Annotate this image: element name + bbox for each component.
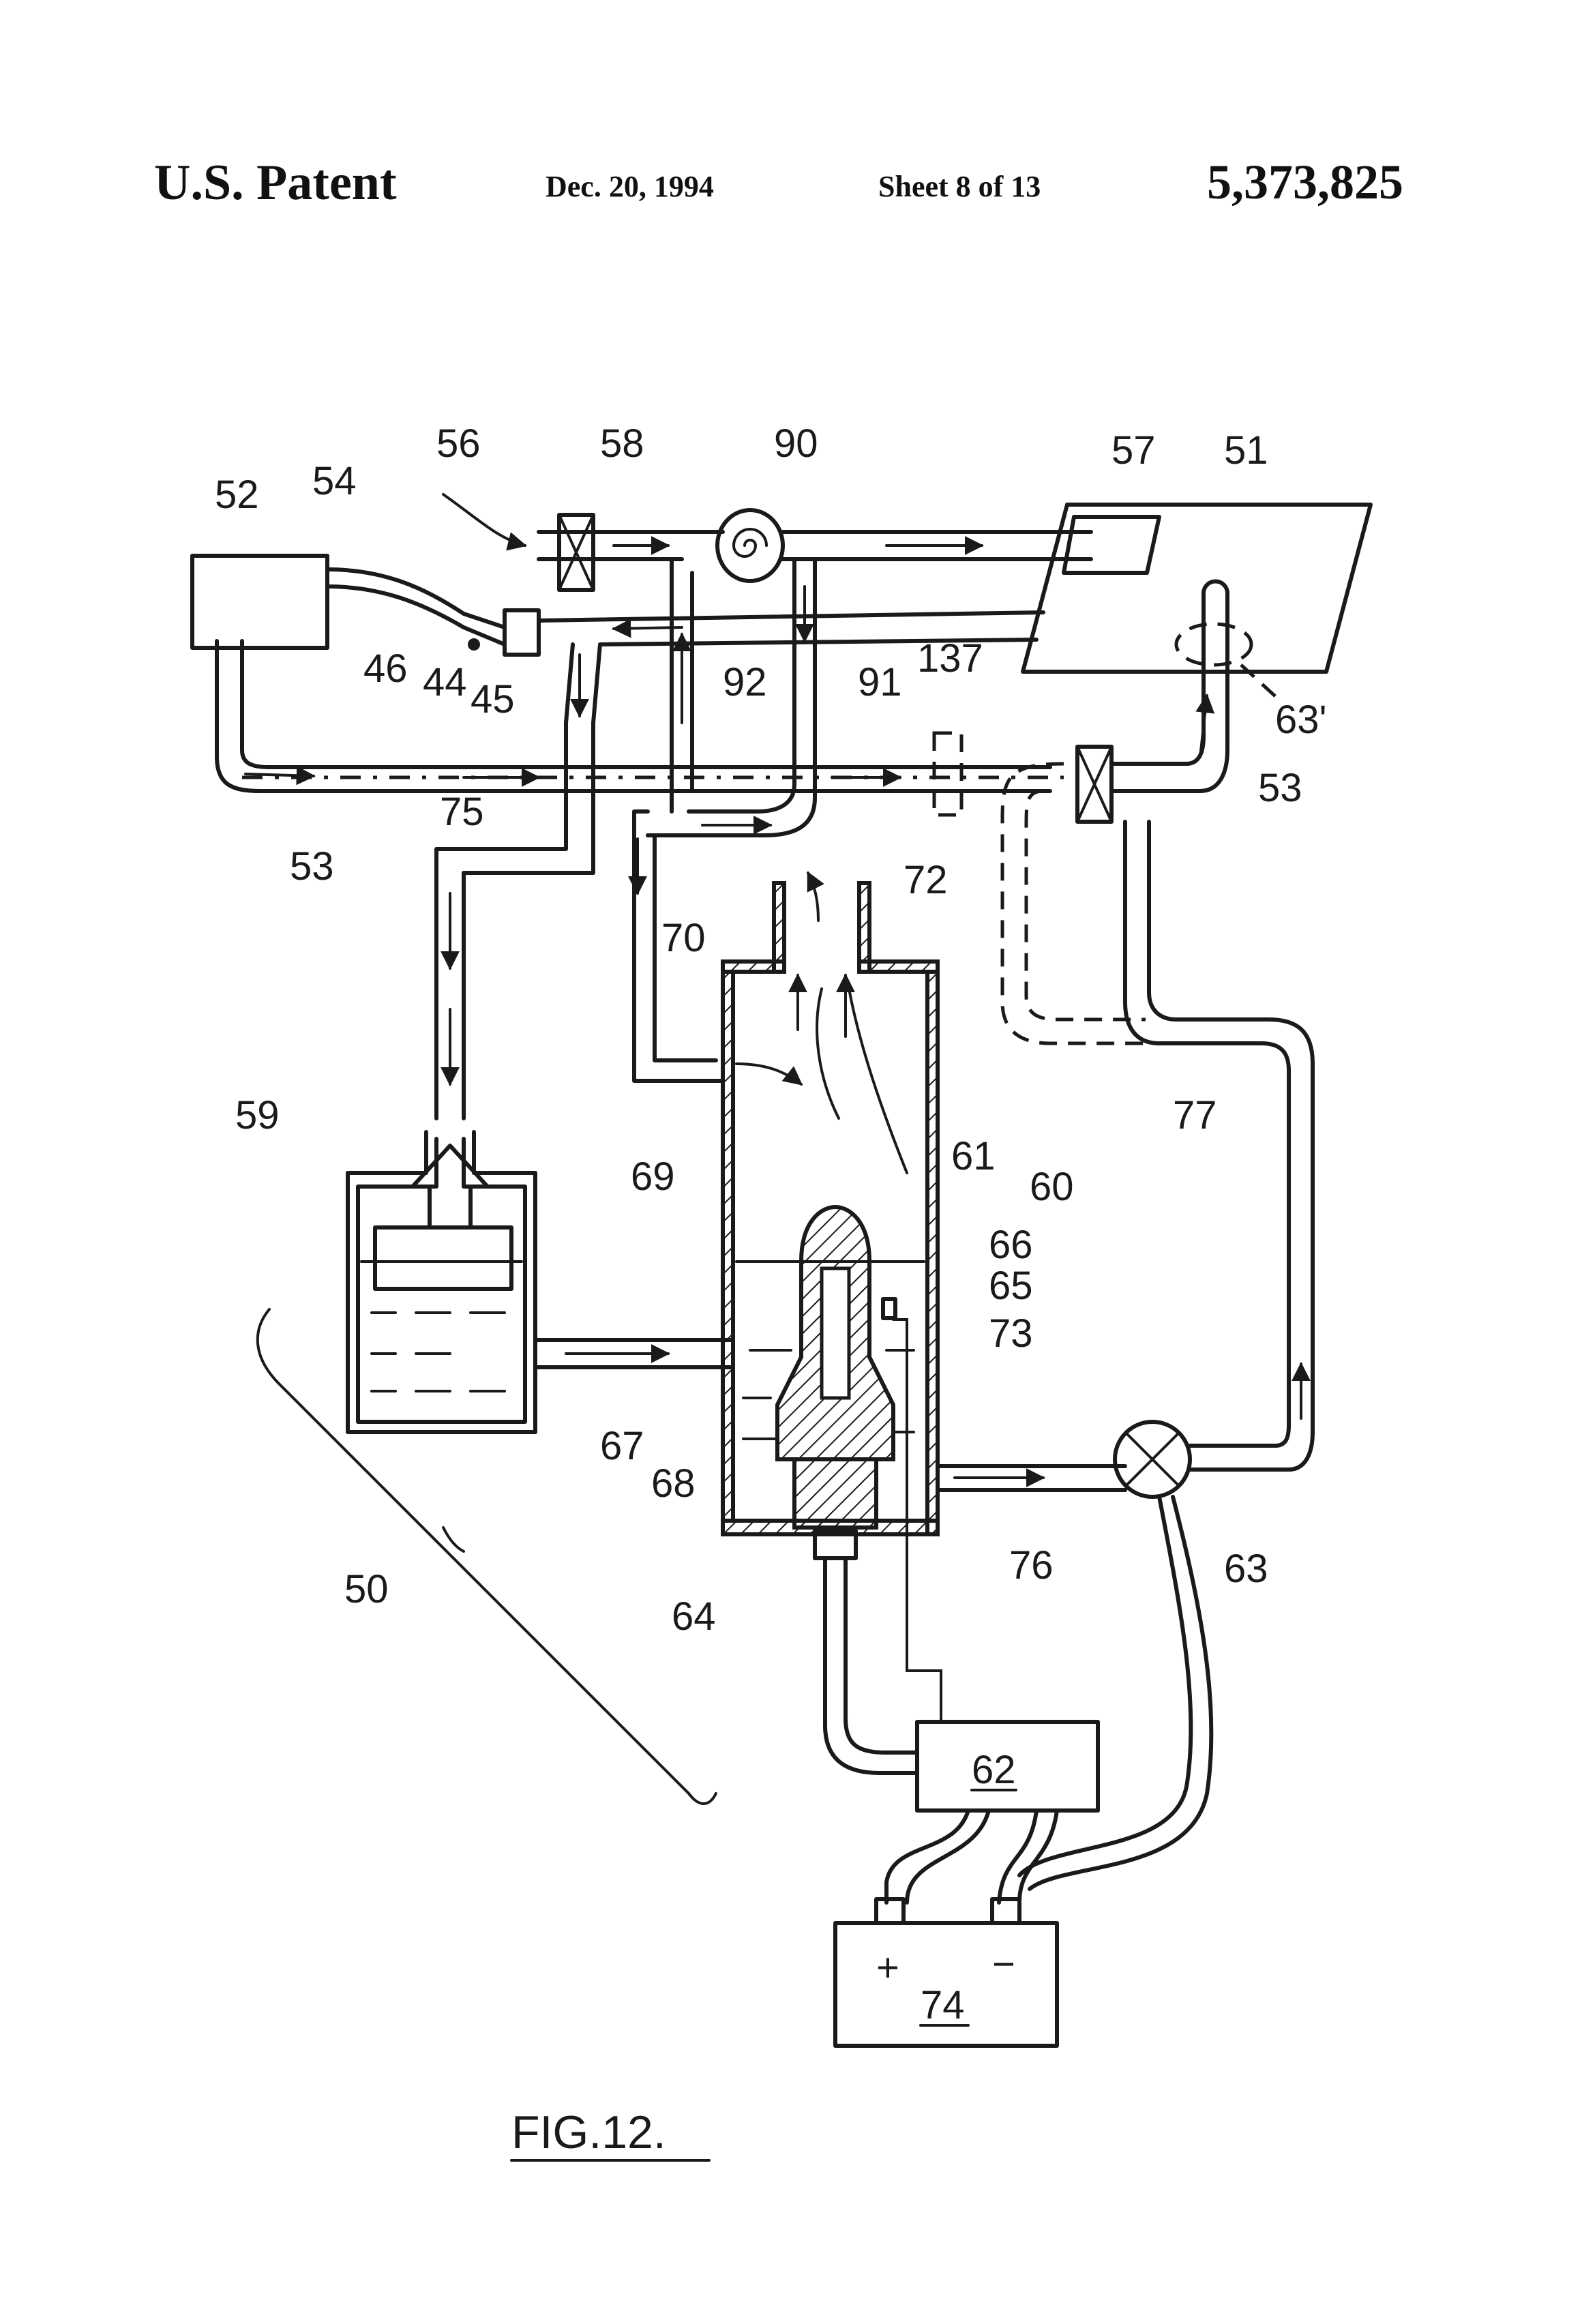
label-90: 90 <box>774 421 818 466</box>
label-56: 56 <box>436 421 481 466</box>
label-67: 67 <box>600 1424 644 1468</box>
pipe-53-right <box>1111 593 1227 791</box>
label-52: 52 <box>215 473 259 517</box>
label-50: 50 <box>344 1567 389 1611</box>
neck-72-left <box>774 883 784 972</box>
label-92: 92 <box>723 660 767 704</box>
label-137: 137 <box>917 636 983 681</box>
label-45: 45 <box>471 677 515 721</box>
label-73: 73 <box>989 1311 1033 1356</box>
label-74: 74 <box>921 1983 965 2027</box>
label-61: 61 <box>951 1134 996 1178</box>
label-63: 63 <box>1224 1547 1268 1591</box>
battery-terminal-minus <box>992 1899 1019 1923</box>
label-53-left: 53 <box>290 844 334 889</box>
valve-44 <box>505 610 539 655</box>
label-58: 58 <box>600 421 644 466</box>
label-minus: − <box>992 1942 1015 1986</box>
label-57: 57 <box>1111 428 1156 473</box>
label-53-right: 53 <box>1258 766 1302 810</box>
valve-x-icon <box>1126 1433 1179 1486</box>
up-arrow-icon <box>413 1146 488 1227</box>
label-44: 44 <box>423 660 467 704</box>
label-plus: + <box>876 1946 899 1990</box>
label-54: 54 <box>312 459 357 503</box>
float-59 <box>375 1227 511 1289</box>
turbo-90 <box>717 510 783 581</box>
dashed-63prime <box>1176 624 1251 665</box>
label-63-prime: 63' <box>1275 698 1327 742</box>
label-77: 77 <box>1173 1093 1217 1137</box>
label-69: 69 <box>631 1154 675 1199</box>
label-91: 91 <box>858 660 902 704</box>
label-76: 76 <box>1009 1543 1054 1588</box>
label-46: 46 <box>363 646 408 691</box>
reactor-wall-left <box>723 972 733 1521</box>
label-64: 64 <box>672 1594 716 1639</box>
intake-57 <box>1064 517 1159 573</box>
label-62: 62 <box>972 1748 1016 1792</box>
hose-54 <box>327 569 505 644</box>
neck-72-right <box>859 883 869 972</box>
battery-terminal-plus <box>876 1899 904 1923</box>
label-60: 60 <box>1030 1165 1074 1209</box>
wire-plug-62 <box>825 1558 917 1773</box>
label-66: 66 <box>989 1223 1033 1267</box>
plug-core <box>822 1268 849 1398</box>
label-70: 70 <box>661 916 706 960</box>
label-68: 68 <box>651 1461 696 1506</box>
reactor-wall-right <box>927 972 938 1534</box>
pipe-77 <box>1125 822 1313 1470</box>
label-75: 75 <box>440 790 484 834</box>
label-65: 65 <box>989 1264 1033 1308</box>
node-46 <box>468 638 480 651</box>
arrow-56-in <box>443 494 525 546</box>
sensor-137 <box>934 733 961 815</box>
label-72: 72 <box>904 858 948 902</box>
device-52 <box>192 556 327 648</box>
figure-labels: 56 58 90 57 51 52 54 46 44 45 92 91 137 … <box>215 421 1327 2027</box>
turbo-swirl-icon <box>734 529 766 556</box>
dashed-path-77 <box>1002 764 1159 1043</box>
frame-50 <box>258 1309 716 1804</box>
pipe-75 <box>436 723 593 1118</box>
sensor-73 <box>883 1299 895 1318</box>
figure-caption: FIG.12. <box>511 2106 666 2158</box>
label-59: 59 <box>235 1093 280 1137</box>
plug-thread-64 <box>794 1459 876 1528</box>
label-51: 51 <box>1224 428 1268 473</box>
engine-51 <box>1023 505 1371 672</box>
